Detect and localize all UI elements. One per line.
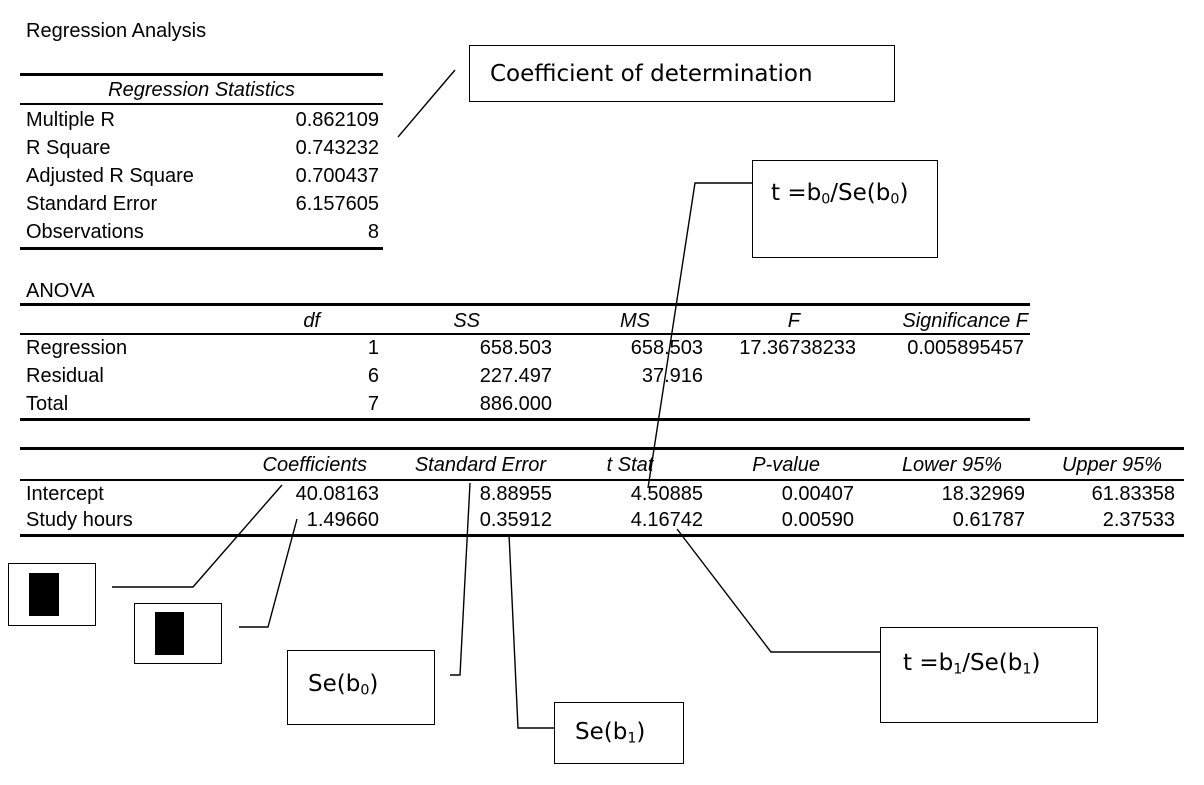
annotation-b1-box	[134, 603, 222, 664]
coef-cell: 1.49660	[306, 509, 379, 531]
coef-cell: 0.61787	[952, 509, 1025, 531]
anova-header-ms: MS	[620, 310, 650, 332]
coef-header-p-value: P-value	[752, 454, 820, 476]
coef-bottom-rule	[20, 534, 1184, 537]
coef-header-lower-95: Lower 95%	[901, 454, 1002, 476]
report-title: Regression Analysis	[26, 20, 207, 42]
anova-cell: 7	[367, 393, 379, 415]
annotation-t0: t =b0/Se(b0)	[752, 160, 938, 258]
anova-row-label: Total	[26, 393, 69, 415]
annotation-b0-box	[8, 563, 96, 626]
anova-header-ss: SS	[453, 310, 480, 332]
annotation-se1: Se(b1)	[554, 702, 684, 764]
reg-stat-value: 0.700437	[295, 165, 379, 187]
coef-header-t-stat: t Stat	[606, 454, 654, 476]
annotation-t1: t =b1/Se(b1)	[880, 627, 1098, 723]
coef-cell: 0.00590	[781, 509, 854, 531]
annotation-coef-determination-text: Coefficient of determination	[490, 61, 813, 87]
coef-header-standard-error: Standard Error	[414, 454, 546, 476]
coef-header-coefficients: Coefficients	[262, 454, 368, 476]
annotation-se1-text: Se(b1)	[575, 719, 646, 747]
reg-stat-label: R Square	[26, 137, 111, 159]
reg-stats-bottom-rule	[20, 247, 383, 250]
reg-stat-label: Standard Error	[26, 193, 158, 215]
reg-stat-label: Observations	[26, 221, 144, 243]
anova-bottom-rule	[20, 418, 1030, 421]
anova-cell: 17.36738233	[739, 337, 856, 359]
annotation-t1-text: t =b1/Se(b1)	[903, 650, 1041, 678]
coef-header-rule	[20, 479, 1184, 481]
annotation-coef-determination: Coefficient of determination	[469, 45, 895, 102]
coef-cell: 4.16742	[630, 509, 703, 531]
anova-cell: 658.503	[630, 337, 703, 359]
coef-cell: 8.88955	[479, 483, 552, 505]
anova-header-f: F	[787, 310, 800, 332]
redacted-block	[29, 573, 59, 616]
callout-line-b0	[112, 484, 283, 588]
coef-cell: 61.83358	[1091, 483, 1175, 505]
reg-stat-value: 6.157605	[295, 193, 379, 215]
callout-line-t1	[676, 528, 880, 653]
coef-cell: 4.50885	[630, 483, 703, 505]
coef-top-rule	[20, 447, 1184, 450]
reg-stat-label: Multiple R	[26, 109, 115, 131]
annotation-t0-text: t =b0/Se(b0)	[771, 180, 909, 208]
anova-row-label: Regression	[26, 337, 128, 359]
anova-cell: 886.000	[479, 393, 552, 415]
annotation-se0-text: Se(b0)	[308, 671, 379, 699]
coef-cell: 2.37533	[1102, 509, 1175, 531]
reg-stats-header-rule	[20, 103, 383, 105]
anova-cell: 0.005895457	[907, 337, 1024, 359]
coef-cell: 0.00407	[781, 483, 854, 505]
anova-top-rule	[20, 303, 1030, 306]
coef-cell: 18.32969	[941, 483, 1025, 505]
coef-cell: 40.08163	[295, 483, 379, 505]
anova-header-rule	[20, 333, 1030, 335]
reg-stat-value: 8	[367, 221, 379, 243]
callout-line-t0	[647, 182, 752, 489]
callout-line-b1	[239, 518, 298, 628]
redacted-block	[155, 612, 184, 655]
callout-line-se1	[508, 533, 554, 729]
coef-header-upper-95: Upper 95%	[1061, 454, 1162, 476]
anova-cell: 37.916	[641, 365, 703, 387]
coef-row-label: Intercept	[26, 483, 104, 505]
anova-header-df: df	[303, 310, 320, 332]
callout-line-se0	[450, 482, 471, 676]
coef-cell: 0.35912	[479, 509, 552, 531]
annotation-se0: Se(b0)	[287, 650, 435, 725]
coef-row-label: Study hours	[26, 509, 133, 531]
reg-stat-label: Adjusted R Square	[26, 165, 194, 187]
anova-row-label: Residual	[26, 365, 104, 387]
anova-cell: 658.503	[479, 337, 552, 359]
reg-stats-header: Regression Statistics	[108, 79, 295, 101]
anova-title: ANOVA	[26, 280, 95, 302]
anova-header-significance: Significance F	[902, 310, 1028, 332]
reg-stats-top-rule	[20, 73, 383, 76]
reg-stat-value: 0.862109	[295, 109, 379, 131]
anova-cell: 6	[367, 365, 379, 387]
callout-line-coef-determination	[397, 69, 456, 138]
anova-cell: 1	[367, 337, 379, 359]
anova-cell: 227.497	[479, 365, 552, 387]
reg-stat-value: 0.743232	[295, 137, 379, 159]
